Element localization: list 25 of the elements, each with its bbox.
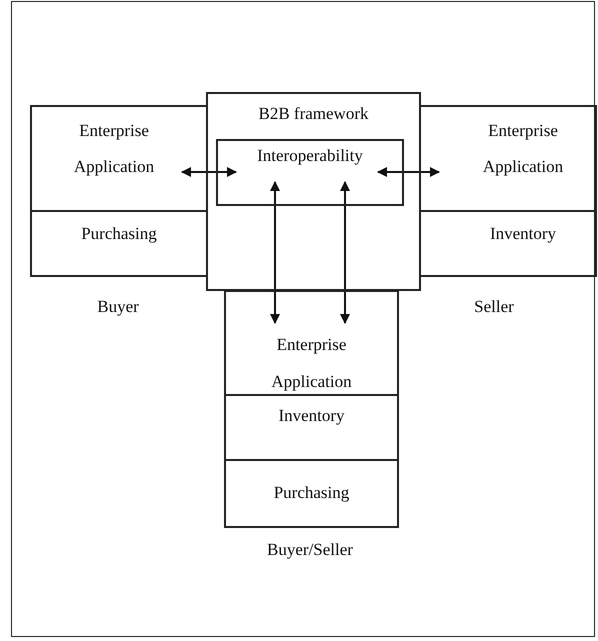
double-arrow [377, 167, 440, 177]
box-label: Inventory [490, 223, 556, 245]
box-label: Inventory [278, 405, 345, 427]
process-box [419, 105, 597, 212]
process-box [224, 459, 399, 528]
process-box [224, 290, 399, 396]
role-label: Buyer/Seller [267, 540, 353, 560]
box-label: Enterprise Application [482, 120, 564, 178]
double-arrow [340, 181, 350, 324]
process-box [216, 139, 404, 206]
box-label: Interoperability [257, 145, 363, 167]
box-label: Purchasing [274, 482, 350, 504]
role-label: Seller [474, 297, 514, 317]
double-arrow [270, 181, 280, 324]
double-arrow [181, 167, 237, 177]
process-box [30, 210, 208, 277]
box-label: B2B framework [258, 103, 368, 125]
process-box [206, 92, 421, 291]
box-label: Purchasing [81, 223, 157, 245]
box-label: Enterprise Application [270, 334, 353, 393]
process-box [30, 105, 208, 212]
role-label: Buyer [97, 297, 139, 317]
process-box [224, 394, 399, 461]
box-label: Enterprise Application [72, 120, 156, 178]
process-box [419, 210, 597, 277]
